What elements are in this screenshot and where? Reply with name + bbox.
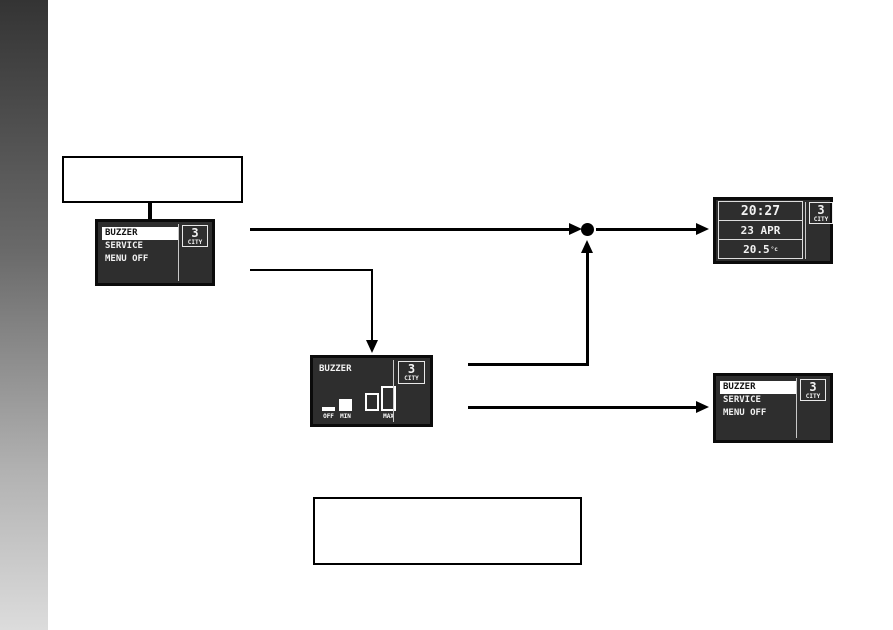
zone-label: CITY (805, 393, 821, 400)
page-edge-gradient-bar (0, 0, 48, 630)
flow-line-menu-to-adjust-horizontal (250, 269, 373, 271)
buzzer-title: BUZZER (319, 364, 352, 374)
home-status-cells: 20:27 23 APR 20.5°c (718, 201, 803, 259)
zone-label: CITY (187, 239, 203, 246)
level-label-off: OFF (323, 413, 334, 420)
callout-connector-line (148, 202, 152, 220)
temperature-value: 20.5 (743, 242, 770, 256)
flow-line-adjust-to-junction-horizontal (468, 363, 589, 366)
zone-number: 3 (407, 362, 416, 376)
menu-item-buzzer: BUZZER (720, 381, 796, 394)
zone-indicator: 3 CITY (809, 202, 833, 224)
lcd-divider (796, 378, 797, 438)
menu-list: BUZZER SERVICE MENU OFF (102, 227, 178, 266)
arrowhead-up-icon (581, 240, 593, 253)
junction-dot-icon (581, 223, 594, 236)
zone-label: CITY (813, 216, 829, 223)
menu-item-service: SERVICE (723, 395, 761, 405)
lcd-screen-home: 20:27 23 APR 20.5°c 3 CITY (713, 197, 833, 264)
date-display: 23 APR (718, 220, 803, 240)
buzzer-level-bars: OFF MIN MAX (322, 386, 396, 420)
zone-number: 3 (191, 226, 199, 240)
callout-box-top (62, 156, 243, 203)
menu-item-menu-off: MENU OFF (105, 254, 149, 264)
zone-indicator: 3 CITY (800, 379, 826, 401)
arrowhead-right-icon (696, 401, 709, 413)
level-bar-min (339, 399, 352, 411)
level-bar-mid (365, 393, 379, 411)
zone-number: 3 (817, 203, 825, 217)
lcd-divider (393, 360, 394, 422)
zone-number: 3 (809, 380, 817, 394)
arrowhead-down-icon (366, 340, 378, 353)
time-display: 20:27 (718, 201, 803, 221)
lcd-screen-menu-return: BUZZER SERVICE MENU OFF 3 CITY (713, 373, 833, 443)
arrowhead-right-icon (696, 223, 709, 235)
zone-indicator: 3 CITY (398, 361, 425, 384)
lcd-screen-buzzer-adjust: BUZZER OFF MIN MAX 3 CITY (310, 355, 433, 427)
zone-label: CITY (404, 375, 419, 382)
menu-list: BUZZER SERVICE MENU OFF (720, 381, 796, 420)
level-bar-off (322, 407, 335, 411)
flow-line-menu-to-junction (250, 228, 571, 231)
level-bar-max (381, 386, 396, 411)
temperature-display: 20.5°c (718, 239, 803, 259)
level-mid (365, 393, 379, 420)
lcd-divider (178, 224, 179, 281)
menu-item-buzzer: BUZZER (102, 227, 178, 240)
level-label-min: MIN (340, 413, 351, 420)
flow-line-junction-to-home (596, 228, 696, 231)
callout-box-bottom (313, 497, 582, 565)
level-min-selected: MIN (339, 399, 352, 420)
flow-line-menu-to-adjust-vertical (371, 269, 373, 340)
level-label-max: MAX (383, 413, 394, 420)
lcd-screen-menu-main: BUZZER SERVICE MENU OFF 3 CITY (95, 219, 215, 286)
temperature-unit: °c (770, 245, 778, 253)
level-off: OFF (322, 407, 335, 420)
flow-line-adjust-to-junction-vertical (586, 253, 589, 366)
arrowhead-right-icon (569, 223, 582, 235)
lcd-divider (805, 202, 806, 259)
menu-item-service: SERVICE (105, 241, 143, 251)
flow-line-adjust-to-menu (468, 406, 696, 409)
level-max: MAX (381, 386, 396, 420)
menu-item-menu-off: MENU OFF (723, 408, 767, 418)
zone-indicator: 3 CITY (182, 225, 208, 247)
